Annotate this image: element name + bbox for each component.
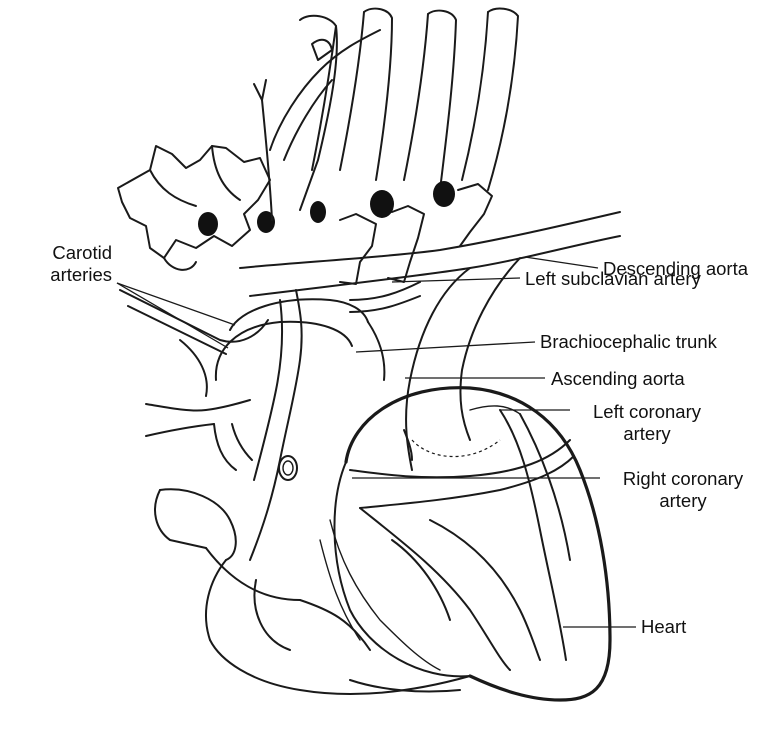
label-ascending-aorta: Ascending aorta (551, 368, 685, 390)
label-left-coronary-line1: Left coronary (572, 401, 722, 423)
label-right-coronary-line1: Right coronary (603, 468, 763, 490)
label-brachiocephalic-trunk: Brachiocephalic trunk (540, 331, 717, 353)
ribs-illustration (300, 9, 518, 210)
label-right-coronary-line2: artery (603, 490, 763, 512)
leader-lines (117, 257, 636, 627)
heart-outline (155, 388, 610, 700)
label-carotid-line1: Carotid (8, 242, 112, 264)
vessels-illustration (120, 30, 420, 560)
label-left-coronary-line2: artery (572, 423, 722, 445)
label-left-coronary-artery: Left coronary artery (572, 401, 722, 445)
label-carotid-line2: arteries (8, 264, 112, 286)
label-left-subclavian-artery: Left subclavian artery (525, 268, 701, 290)
label-heart: Heart (641, 616, 686, 638)
label-carotid-arteries: Carotid arteries (8, 242, 112, 286)
label-right-coronary-artery: Right coronary artery (603, 468, 763, 512)
coronary-branches (320, 406, 574, 670)
